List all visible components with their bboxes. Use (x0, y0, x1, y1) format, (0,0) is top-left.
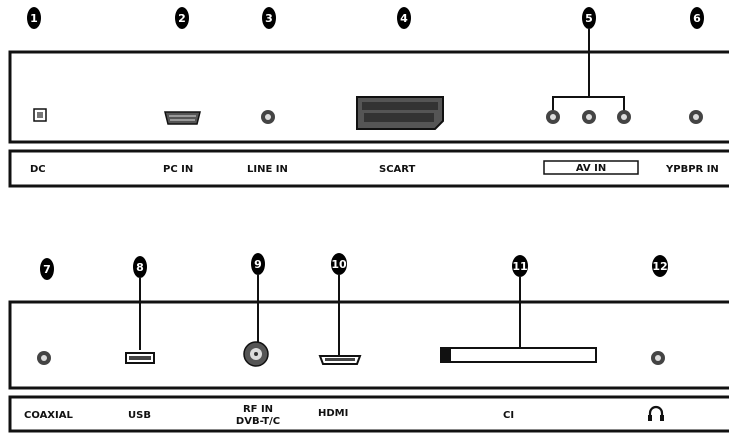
label-scart: SCART (379, 164, 416, 175)
callout-11: 11 (512, 255, 528, 277)
ypbpr-jack-icon (689, 110, 703, 124)
line-in-jack-icon (261, 110, 275, 124)
headphone-icon (648, 405, 664, 421)
callout-5: 5 (582, 7, 596, 29)
svg-text:8: 8 (136, 261, 144, 274)
callout-2: 2 (175, 7, 189, 29)
label-ci: CI (503, 410, 514, 421)
rf-in-jack-icon (243, 341, 269, 367)
label-coaxial: COAXIAL (24, 410, 73, 421)
hdmi-port-icon (318, 355, 362, 365)
svg-text:3: 3 (265, 12, 273, 25)
top-connector-panel (8, 50, 729, 188)
callout-9: 9 (251, 253, 265, 275)
callout-7: 7 (40, 258, 54, 280)
svg-text:6: 6 (693, 12, 701, 25)
label-ypbpr-in: YPBPR IN (665, 164, 719, 175)
svg-text:2: 2 (178, 12, 186, 25)
svg-text:9: 9 (254, 258, 262, 271)
coaxial-jack-icon (37, 351, 51, 365)
callout-3: 3 (262, 7, 276, 29)
callout-12: 12 (652, 255, 668, 277)
svg-text:4: 4 (400, 12, 408, 25)
bottom-connector-panel (8, 300, 729, 433)
label-usb: USB (128, 410, 151, 421)
svg-text:11: 11 (512, 260, 527, 273)
av-jack-icon (546, 110, 560, 124)
svg-text:AV IN: AV IN (576, 163, 606, 174)
av-jack-icon (582, 110, 596, 124)
label-line-in: LINE IN (247, 164, 288, 175)
av-in-jacks (546, 29, 631, 124)
label-hdmi: HDMI (318, 408, 348, 419)
dc-connector-icon (33, 108, 47, 122)
svg-text:12: 12 (652, 260, 667, 273)
svg-text:10: 10 (331, 258, 347, 271)
callout-8: 8 (133, 256, 147, 278)
label-dvb-tc: DVB-T/C (236, 416, 280, 427)
callout-4: 4 (397, 7, 411, 29)
callout-6: 6 (690, 7, 704, 29)
vga-connector-icon (164, 111, 201, 125)
usb-port-icon (125, 352, 155, 364)
callout-1: 1 (27, 7, 41, 29)
svg-text:1: 1 (30, 12, 38, 25)
svg-text:7: 7 (43, 263, 51, 276)
callout-10: 10 (331, 253, 347, 275)
label-pc-in: PC IN (163, 164, 193, 175)
label-av-in-box: AV IN (543, 160, 639, 175)
svg-text:5: 5 (585, 12, 593, 25)
ci-slot-icon (440, 347, 597, 363)
headphone-jack-icon (651, 351, 665, 365)
scart-connector-icon (356, 96, 444, 130)
label-dc: DC (30, 164, 46, 175)
label-rf-in: RF IN (243, 404, 273, 415)
av-jack-icon (617, 110, 631, 124)
